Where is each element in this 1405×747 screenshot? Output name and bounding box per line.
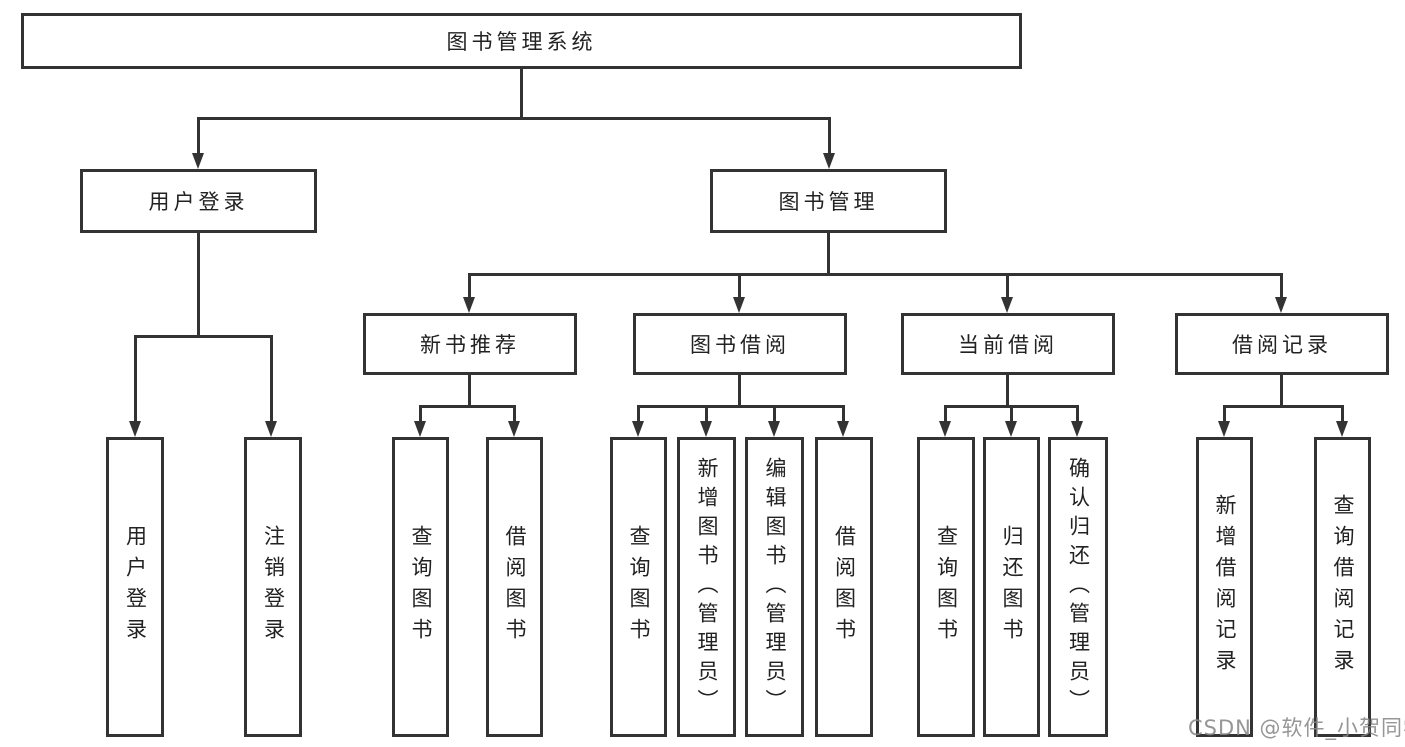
connector-vline — [197, 233, 200, 336]
arrow-down-icon — [700, 421, 712, 437]
connector-vline — [944, 405, 947, 423]
connector-vline — [468, 375, 471, 408]
leaf-record-add-borrow-record-label: 新增借阅记录 — [1213, 494, 1237, 680]
arrow-down-icon — [463, 297, 475, 313]
node-user-login: 用户登录 — [80, 169, 317, 233]
connector-hline — [419, 405, 516, 408]
arrow-down-icon — [939, 421, 951, 437]
connector-hline — [197, 117, 831, 120]
connector-hline — [468, 273, 1283, 276]
csdn-watermark: CSDN @软件_小贺同学 — [1188, 716, 1405, 740]
node-borrow-record: 借阅记录 — [1175, 313, 1389, 375]
connector-vline — [1280, 273, 1283, 300]
node-new-book-recommend-label: 新书推荐 — [420, 333, 520, 357]
leaf-borrow-add-book-admin-label: 新增图书（管理员） — [695, 456, 719, 718]
leaf-current-query-book-label: 查询图书 — [934, 525, 959, 649]
arrow-down-icon — [1275, 297, 1287, 313]
leaf-newbook-borrow-book-label: 借阅图书 — [503, 525, 527, 649]
arrow-down-icon — [768, 421, 780, 437]
connector-vline — [773, 405, 776, 423]
connector-vline — [1076, 405, 1079, 423]
connector-vline — [134, 335, 137, 423]
node-book-management-label: 图书管理 — [778, 190, 879, 214]
node-current-borrow: 当前借阅 — [901, 313, 1115, 375]
connector-hline — [134, 335, 273, 338]
node-root-label: 图书管理系统 — [446, 30, 597, 54]
arrow-down-icon — [192, 153, 204, 169]
leaf-newbook-query-book-label: 查询图书 — [409, 525, 433, 649]
connector-vline — [513, 405, 516, 423]
leaf-current-confirm-return-admin-label: 确认归还（管理员） — [1066, 456, 1091, 718]
connector-hline — [1223, 405, 1344, 408]
leaf-newbook-borrow-book: 借阅图书 — [486, 437, 543, 737]
connector-vline — [197, 117, 200, 155]
arrow-down-icon — [837, 421, 849, 437]
connector-vline — [1280, 375, 1283, 408]
connector-vline — [1223, 405, 1226, 423]
connector-vline — [1006, 273, 1009, 300]
connector-vline — [827, 233, 830, 273]
leaf-current-return-book-label: 归还图书 — [1000, 525, 1024, 649]
arrow-down-icon — [1336, 421, 1348, 437]
node-book-management: 图书管理 — [710, 169, 947, 233]
leaf-borrow-query-book-label: 查询图书 — [627, 525, 651, 649]
arrow-down-icon — [1218, 421, 1230, 437]
connector-vline — [1341, 405, 1344, 423]
leaf-user-login-label: 用户登录 — [123, 525, 148, 649]
arrow-down-icon — [508, 421, 520, 437]
leaf-borrow-add-book-admin: 新增图书（管理员） — [677, 437, 736, 737]
arrow-down-icon — [129, 421, 141, 437]
leaf-newbook-query-book: 查询图书 — [392, 437, 449, 737]
leaf-borrow-borrow-book-label: 借阅图书 — [832, 525, 857, 649]
connector-vline — [1010, 405, 1013, 423]
arrow-down-icon — [265, 421, 277, 437]
connector-vline — [738, 375, 741, 408]
leaf-record-query-borrow-record-label: 查询借阅记录 — [1331, 494, 1355, 680]
leaf-borrow-edit-book-admin-label: 编辑图书（管理员） — [763, 456, 787, 718]
node-current-borrow-label: 当前借阅 — [958, 333, 1058, 357]
arrow-down-icon — [632, 421, 644, 437]
node-new-book-recommend: 新书推荐 — [363, 313, 577, 375]
connector-vline — [520, 69, 523, 117]
leaf-record-add-borrow-record: 新增借阅记录 — [1196, 437, 1253, 737]
connector-vline — [419, 405, 422, 423]
arrow-down-icon — [414, 421, 426, 437]
connector-vline — [468, 273, 471, 300]
leaf-user-login: 用户登录 — [106, 437, 164, 737]
connector-vline — [738, 273, 741, 300]
node-borrow-record-label: 借阅记录 — [1232, 333, 1332, 357]
node-book-borrow-label: 图书借阅 — [690, 333, 790, 357]
arrow-down-icon — [733, 297, 745, 313]
connector-vline — [828, 117, 831, 155]
leaf-logout-login: 注销登录 — [244, 437, 302, 737]
leaf-current-return-book: 归还图书 — [983, 437, 1040, 737]
arrow-down-icon — [1071, 421, 1083, 437]
node-root: 图书管理系统 — [21, 13, 1022, 69]
node-book-borrow: 图书借阅 — [633, 313, 847, 375]
leaf-current-confirm-return-admin: 确认归还（管理员） — [1048, 437, 1108, 737]
leaf-borrow-edit-book-admin: 编辑图书（管理员） — [745, 437, 804, 737]
leaf-borrow-borrow-book: 借阅图书 — [815, 437, 873, 737]
leaf-logout-login-label: 注销登录 — [261, 525, 286, 649]
connector-hline — [637, 405, 845, 408]
leaf-borrow-query-book: 查询图书 — [610, 437, 667, 737]
connector-vline — [842, 405, 845, 423]
arrow-down-icon — [823, 153, 835, 169]
leaf-record-query-borrow-record: 查询借阅记录 — [1314, 437, 1371, 737]
leaf-current-query-book: 查询图书 — [917, 437, 975, 737]
connector-vline — [705, 405, 708, 423]
connector-vline — [1006, 375, 1009, 408]
connector-vline — [270, 335, 273, 423]
node-user-login-label: 用户登录 — [148, 190, 249, 214]
arrow-down-icon — [1001, 297, 1013, 313]
connector-vline — [637, 405, 640, 423]
arrow-down-icon — [1005, 421, 1017, 437]
